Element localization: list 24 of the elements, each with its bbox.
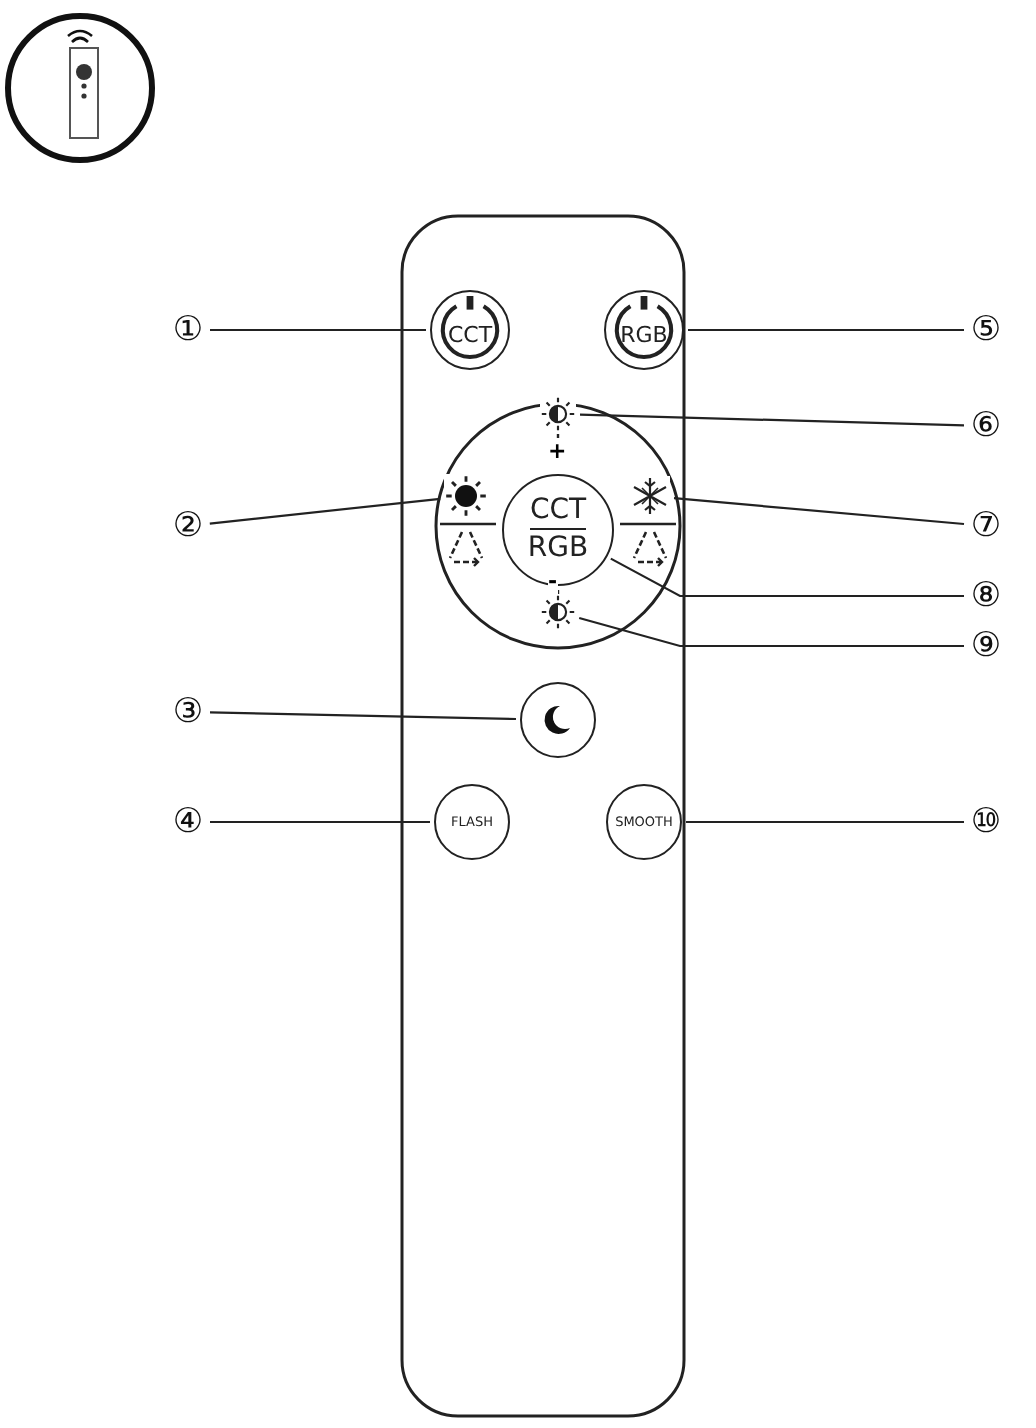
callout-number: ③ [170, 694, 206, 730]
callout-number: ② [170, 508, 206, 544]
leader-line [209, 711, 517, 721]
callout-number: ⑨ [968, 628, 1004, 664]
leader-line [610, 557, 964, 598]
sign-label: + [548, 438, 567, 464]
leader-line [210, 328, 426, 332]
callout-number: ① [170, 312, 206, 348]
leader-line [673, 497, 965, 526]
leader-line [579, 413, 965, 427]
leader-line [688, 328, 964, 332]
callout-number: ⑧ [968, 578, 1004, 614]
callout-number: ⑩ [968, 804, 1004, 840]
leader-line [210, 820, 430, 824]
callout-number: ⑤ [968, 312, 1004, 348]
callout-number: ⑥ [968, 408, 1004, 444]
callout-number: ④ [170, 804, 206, 840]
night-mode-button [520, 682, 596, 758]
leader-line [686, 820, 964, 824]
callout-number: ⑦ [968, 508, 1004, 544]
power-button: RGB [604, 290, 684, 370]
leader-line [209, 497, 441, 525]
power-button: CCT [430, 290, 510, 370]
leader-line [578, 616, 964, 648]
